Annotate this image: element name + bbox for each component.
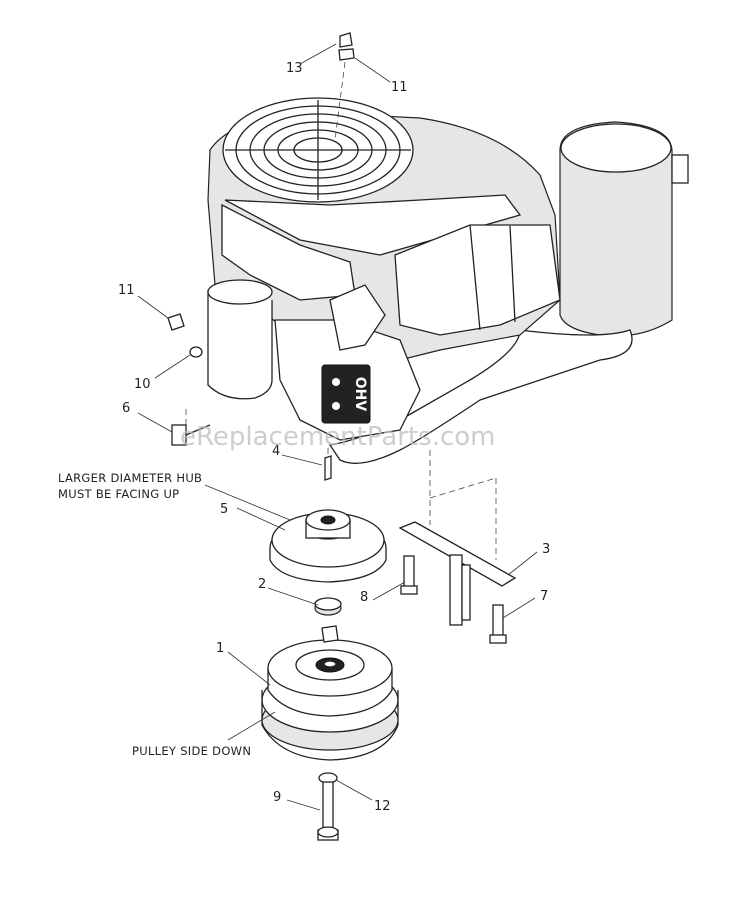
callout-11-left: 11 (118, 283, 135, 298)
note-pulley: PULLEY SIDE DOWN (132, 744, 251, 758)
callout-2: 2 (258, 577, 266, 592)
spacer (314, 597, 342, 616)
ohv-badge-text: OHV (352, 377, 368, 412)
callout-13: 13 (286, 61, 303, 76)
callout-11-top: 11 (391, 80, 408, 95)
callout-7: 7 (540, 589, 548, 604)
top-fasteners (334, 32, 355, 141)
electric-clutch (261, 625, 399, 761)
callout-10: 10 (134, 377, 151, 392)
assembly-notes: LARGER DIAMETER HUB MUST BE FACING UP PU… (58, 471, 251, 758)
note-hub-line2: MUST BE FACING UP (58, 487, 179, 501)
ohv-badge: OHV (321, 364, 371, 424)
note-hub-line1: LARGER DIAMETER HUB (58, 471, 202, 485)
callout-12: 12 (374, 799, 391, 814)
callout-5: 5 (220, 502, 228, 517)
key (324, 455, 332, 481)
watermark: eReplacementParts.com (180, 422, 496, 452)
fan-grille (222, 97, 414, 203)
callout-9: 9 (273, 790, 281, 805)
pulley (269, 509, 387, 583)
callout-8: 8 (360, 590, 368, 605)
leader-lines (137, 43, 538, 811)
callout-labels: 13 11 11 10 6 4 5 2 1 3 8 7 9 12 (118, 61, 550, 814)
callout-3: 3 (542, 542, 550, 557)
muffler (559, 121, 689, 337)
left-fasteners (167, 313, 211, 446)
callout-4: 4 (272, 444, 280, 459)
callout-1: 1 (216, 641, 224, 656)
callout-6: 6 (122, 401, 130, 416)
idler-bracket (398, 450, 517, 644)
clutch-bolt (317, 772, 339, 841)
oil-filter (207, 279, 273, 400)
